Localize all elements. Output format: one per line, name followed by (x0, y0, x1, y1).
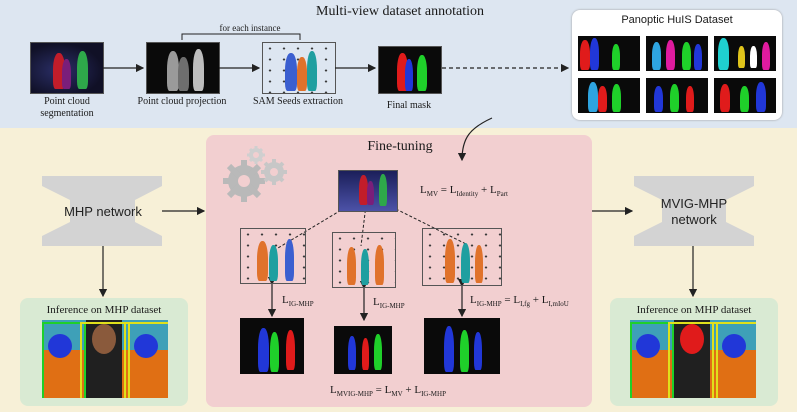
mask-view-left (240, 318, 304, 374)
loss-ig-left: LIG-MHP (282, 294, 314, 309)
loss-total-equation: LMVIG-MHP = LMV + LIG-MHP (330, 384, 446, 399)
final-mask-image (378, 46, 442, 94)
dataset-sample (646, 78, 708, 113)
dataset-sample (578, 78, 640, 113)
bracket-label: for each instance (219, 23, 281, 33)
dataset-title: Panoptic HuIS Dataset (621, 14, 733, 26)
camera-view-middle (332, 232, 396, 288)
step-label-segmentation: Point cloud segmentation (40, 96, 94, 119)
camera-view-right (422, 228, 502, 286)
inference-image-right (630, 320, 756, 398)
point-cloud-projection-image (146, 42, 220, 94)
camera-view-left (240, 228, 306, 284)
mask-view-right (424, 318, 500, 374)
inference-image-left (42, 320, 168, 398)
mvig-network-label-line1: MVIG-MHP (660, 196, 728, 211)
dataset-sample (646, 36, 708, 71)
dataset-grid (578, 36, 778, 116)
step-label-sam: SAM Seeds extraction (253, 96, 343, 107)
finetuning-title: Fine-tuning (367, 139, 433, 154)
mhp-network-label: MHP network (64, 204, 142, 219)
loss-ig-right: LIG-MHP = LI,fg + LI,mIoU (470, 294, 569, 309)
step-label-final: Final mask (386, 100, 432, 111)
point-cloud-image (338, 170, 398, 212)
loss-ig-middle: LIG-MHP (373, 296, 405, 311)
dataset-sample (714, 36, 776, 71)
inference-title-left: Inference on MHP dataset (46, 304, 162, 316)
mvig-network-label-line2: network (671, 212, 717, 227)
mask-view-middle (334, 326, 392, 374)
dataset-sample (578, 36, 640, 71)
sam-seeds-image (262, 42, 336, 94)
loss-mv-equation: LMV = LIdentity + LPart (420, 184, 508, 199)
annotation-title: Multi-view dataset annotation (316, 4, 484, 19)
point-cloud-segmentation-image (30, 42, 104, 94)
dataset-sample (714, 78, 776, 113)
step-label-projection: Point cloud projection (137, 96, 227, 107)
inference-title-right: Inference on MHP dataset (636, 304, 752, 316)
